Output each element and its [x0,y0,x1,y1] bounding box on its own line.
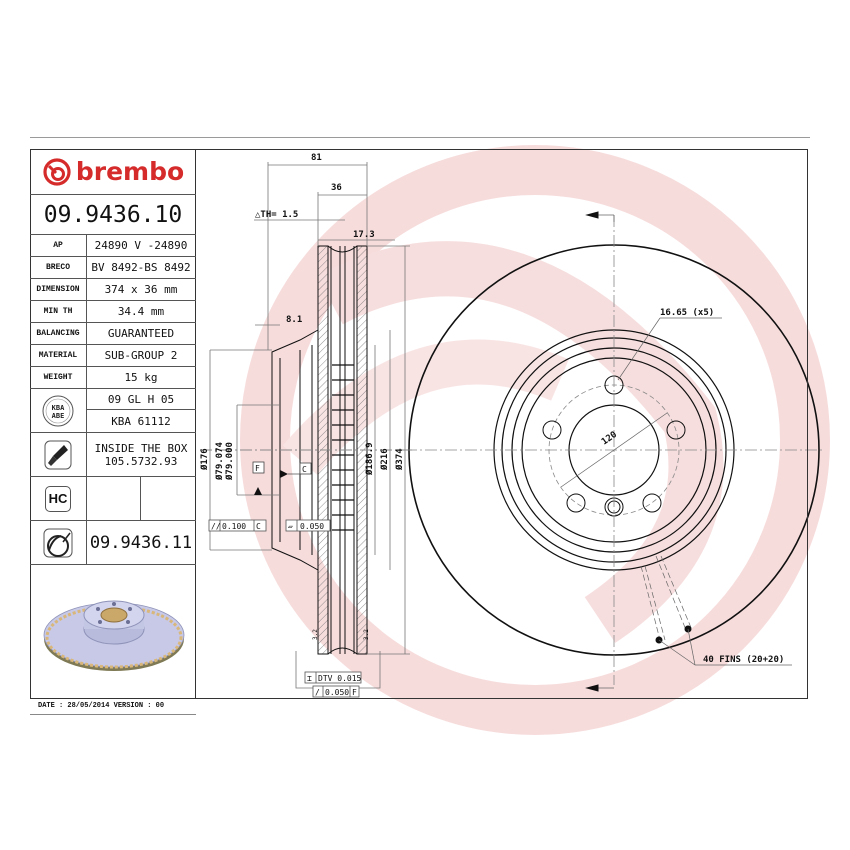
hc-badge-icon: HC [45,485,71,512]
svg-text:0.050: 0.050 [300,522,324,531]
svg-text:81: 81 [311,153,322,163]
top-rule [30,137,810,138]
datum-c: C [280,462,312,478]
spec-row-ap: AP 24890 V -24890 [30,235,196,257]
tolerance-flatness: ▱ 0.050 [285,519,331,532]
dimension-labels: 81 36 △TH= 1.5 17.3 8.1 Ø176 Ø79.074 Ø79… [199,153,405,481]
svg-text:40 FINS (20+20): 40 FINS (20+20) [703,655,784,665]
hardware-line-1: INSIDE THE BOX [94,441,188,455]
hardware-line-2: 105.5732.93 [104,454,178,468]
tolerance-parallel: // 0.100 C [208,519,267,532]
alt-part-row: 09.9436.11 [30,521,196,565]
hardware-row: INSIDE THE BOX 105.5732.93 [30,433,196,477]
svg-text:Ø216: Ø216 [379,448,390,471]
front-view [405,211,825,692]
spec-row-balancing: BALANCING GUARANTEED [30,323,196,345]
kba-abe-icon: KBA ABE [42,395,74,426]
svg-text:Ø186.9: Ø186.9 [364,442,375,476]
svg-text:0.100: 0.100 [222,522,246,531]
svg-text:F: F [352,688,357,697]
brand-name: brembo [75,157,185,186]
svg-text:▱: ▱ [288,522,293,531]
product-image-cell [30,565,196,699]
brand-cell: brembo [30,149,196,195]
svg-text:ABE: ABE [52,412,65,420]
svg-text:/: / [315,688,320,697]
svg-text:KBA: KBA [52,404,65,412]
alt-part-number: 09.9436.11 [89,532,193,553]
svg-text:C: C [256,522,261,531]
brembo-logo-icon [43,157,71,186]
screw-icon [44,440,72,469]
spec-table: brembo 09.9436.10 AP 24890 V -24890 BREC… [30,149,196,699]
svg-text:16.65 (x5): 16.65 (x5) [660,308,714,318]
brake-disc-caliper-icon [43,528,73,557]
spec-row-min-th: MIN TH 34.4 mm [30,301,196,323]
svg-text:Ø374: Ø374 [394,448,405,471]
svg-text:0.050: 0.050 [325,688,349,697]
spec-row-material: MATERIAL SUB-GROUP 2 [30,345,196,367]
spec-row-dimension: DIMENSION 374 x 36 mm [30,279,196,301]
brake-disc-render [43,600,185,671]
svg-text:⌶: ⌶ [307,674,312,683]
section-view [200,245,412,655]
tolerance-dtv: ⌶ DTV 0.015 / 0.050 F 3.2 3.2 [295,629,381,698]
date-version: DATE : 28/05/2014 VERSION : 00 [38,702,165,710]
spec-row-weight: WEIGHT 15 kg [30,367,196,389]
part-number-cell: 09.9436.10 [30,195,196,235]
svg-text:17.3: 17.3 [353,230,375,240]
svg-text:Ø79.000: Ø79.000 [224,442,235,481]
svg-text://: // [211,522,221,531]
hc-row: HC [30,477,196,521]
svg-text:Ø79.074: Ø79.074 [214,441,225,481]
part-number: 09.9436.10 [43,201,183,228]
svg-text:8.1: 8.1 [286,315,302,325]
spec-row-breco: BRECO BV 8492-BS 8492 [30,257,196,279]
svg-text:△TH= 1.5: △TH= 1.5 [255,210,298,220]
svg-text:36: 36 [331,183,342,193]
svg-text:DTV 0.015: DTV 0.015 [318,674,362,683]
dimension-lines [209,162,410,655]
svg-text:3.2: 3.2 [363,629,370,640]
approval-row: KBA ABE 09 GL H 05 KBA 61112 [30,389,196,433]
svg-text:C: C [302,465,307,474]
datum-f: F [252,461,265,495]
footer-rule [30,714,196,715]
svg-text:3.2: 3.2 [312,629,319,640]
drawing-frame [30,149,808,699]
svg-text:F: F [255,464,260,473]
svg-text:Ø176: Ø176 [199,448,210,471]
